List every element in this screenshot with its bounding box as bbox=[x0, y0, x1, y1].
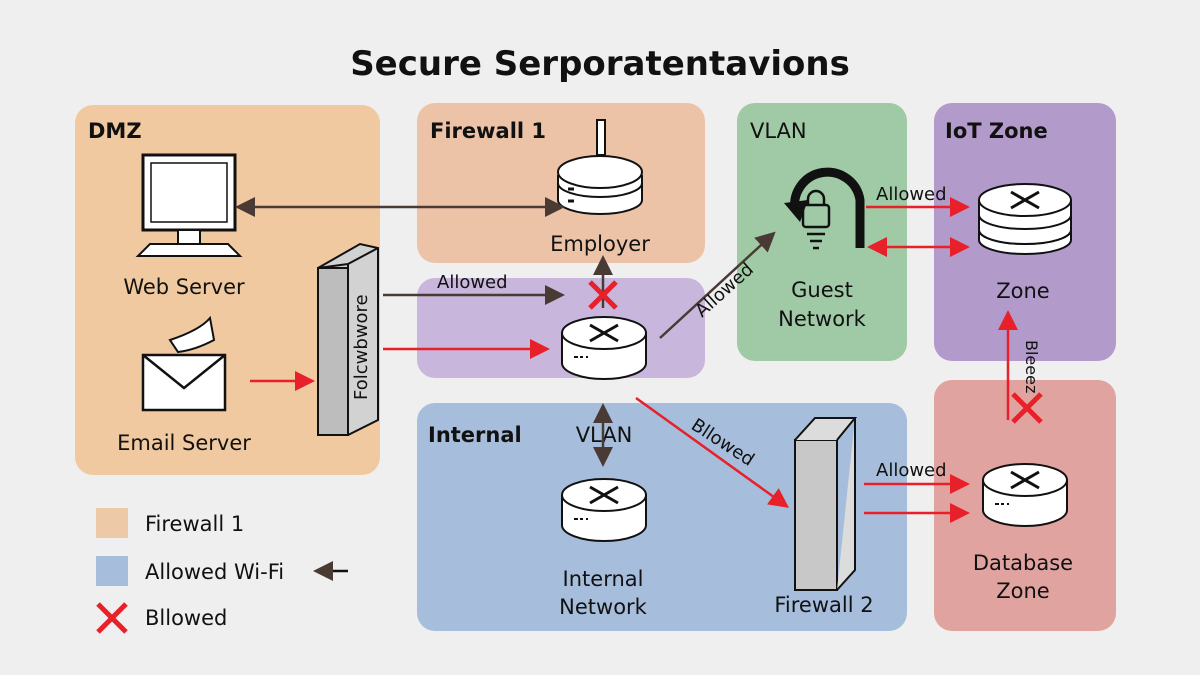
email-server-label: Email Server bbox=[117, 431, 251, 455]
database-label-1: Database bbox=[973, 551, 1073, 575]
dmz-firewall-icon bbox=[317, 242, 379, 436]
legend-swatch-firewall1 bbox=[96, 508, 128, 538]
legend: Firewall 1 Allowed Wi-Fi Bllowed bbox=[96, 508, 348, 634]
guest-lock-icon bbox=[784, 167, 865, 250]
guest-network-label-2: Network bbox=[778, 307, 867, 331]
db-iot-label: Bleeez bbox=[1022, 340, 1041, 393]
vlan-iot-allowed-label: Allowed bbox=[876, 184, 947, 205]
internal-router-icon bbox=[560, 477, 648, 543]
core-router-icon bbox=[560, 315, 648, 381]
router-to-fw2-arrow bbox=[635, 396, 790, 508]
iot-title: IoT Zone bbox=[945, 119, 1048, 143]
email-icon bbox=[141, 315, 227, 412]
iot-stack-icon bbox=[978, 183, 1072, 255]
iot-zone-label: Zone bbox=[996, 279, 1049, 303]
fw-allowed-label: Allowed bbox=[437, 272, 508, 293]
legend-swatch-wifi bbox=[96, 556, 128, 586]
monitor-icon bbox=[135, 153, 243, 257]
legend-label-blocked: Bllowed bbox=[145, 606, 227, 630]
internal-network-label-2: Network bbox=[559, 595, 648, 619]
dmz-title: DMZ bbox=[88, 119, 142, 143]
vlan-title: VLAN bbox=[750, 119, 807, 143]
employer-server-icon bbox=[557, 119, 643, 215]
internal-network-label-1: Internal bbox=[563, 567, 644, 591]
database-label-2: Zone bbox=[996, 579, 1049, 603]
zone-vlan bbox=[737, 103, 907, 361]
diagram-title: Secure Serporatentavions bbox=[350, 44, 850, 84]
firewall2-label: Firewall 2 bbox=[774, 593, 873, 617]
connections bbox=[235, 197, 1018, 523]
fw2-db-allowed-label: Allowed bbox=[876, 460, 947, 481]
employer-label: Employer bbox=[550, 232, 650, 256]
dmz-firewall-label: Folcwbwore bbox=[351, 294, 372, 400]
guest-network-label-1: Guest bbox=[791, 278, 853, 302]
firewall1-title: Firewall 1 bbox=[430, 119, 546, 143]
router-to-vlan-arrow bbox=[659, 231, 776, 339]
legend-label-wifi: Allowed Wi-Fi bbox=[145, 560, 284, 584]
database-router-icon bbox=[981, 462, 1069, 528]
legend-label-firewall1: Firewall 1 bbox=[145, 512, 244, 536]
internal-title: Internal bbox=[428, 423, 522, 447]
blocked-x-icon bbox=[588, 280, 618, 310]
blocked-x-icon bbox=[1011, 392, 1043, 424]
red-x-icon bbox=[96, 602, 128, 634]
web-server-label: Web Server bbox=[123, 275, 245, 299]
firewall2-icon bbox=[794, 417, 858, 591]
zone-internal bbox=[417, 403, 907, 631]
